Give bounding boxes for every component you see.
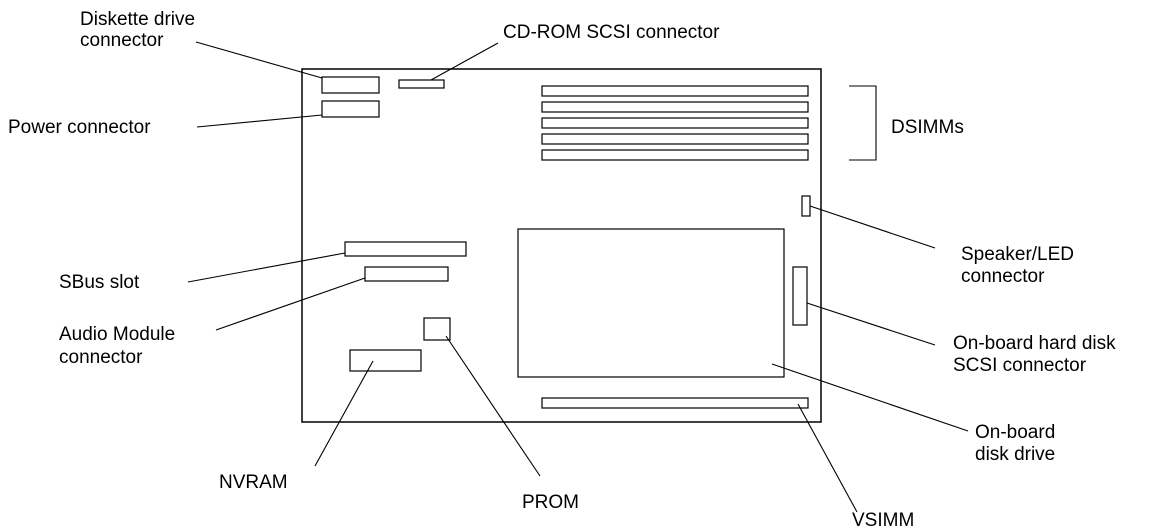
hard-disk-scsi-label: On-board hard disk SCSI connector (953, 333, 1121, 376)
dsimms-label: DSIMMs (891, 117, 964, 138)
dsimm-slot (541, 101, 809, 113)
audio-module-connector (364, 266, 449, 282)
disk-drive-label: On-board disk drive (975, 422, 1061, 465)
speaker-led-label: Speaker/LED connector (961, 244, 1079, 287)
power-connector (321, 100, 380, 118)
speaker-leader-line (809, 205, 936, 249)
system-board-outline (301, 68, 822, 423)
vsimm-label: VSIMM (852, 510, 914, 530)
nvram-leader-line (314, 360, 374, 467)
sbus-slot (344, 241, 467, 257)
sbus-leader-line (187, 252, 346, 283)
disk-leader-line (771, 363, 969, 432)
cdrom-leader-line (430, 42, 499, 81)
dsimm-slot (541, 117, 809, 129)
cdrom-label: CD-ROM SCSI connector (503, 22, 720, 43)
vsimm-leader-line (797, 403, 858, 513)
power-leader-line (196, 114, 323, 128)
hdscsi-leader-line (806, 302, 936, 346)
prom-label: PROM (522, 492, 579, 513)
diskette-drive-label: Diskette drive connector (80, 9, 200, 51)
dsimm-slots (541, 85, 809, 161)
diskette-leader-line (195, 41, 323, 79)
diskette-drive-connector (321, 76, 380, 94)
onboard-hard-disk-scsi-connector (792, 266, 808, 326)
vsimm-slot (541, 397, 809, 409)
dsimm-slot (541, 149, 809, 161)
sbus-slot-label: SBus slot (59, 272, 140, 293)
dsimm-slot (541, 133, 809, 145)
dsimms-bracket (849, 85, 877, 161)
audio-module-label: Audio Module connector (59, 324, 180, 368)
nvram-label: NVRAM (219, 472, 288, 493)
onboard-disk-drive (517, 228, 785, 378)
prom-chip (423, 317, 451, 341)
audio-leader-line (215, 277, 366, 331)
power-connector-label: Power connector (8, 117, 151, 138)
cdrom-scsi-connector (398, 79, 445, 89)
dsimm-slot (541, 85, 809, 97)
prom-leader-line (445, 335, 541, 477)
speaker-led-connector (801, 195, 811, 217)
nvram-chip (349, 349, 422, 372)
